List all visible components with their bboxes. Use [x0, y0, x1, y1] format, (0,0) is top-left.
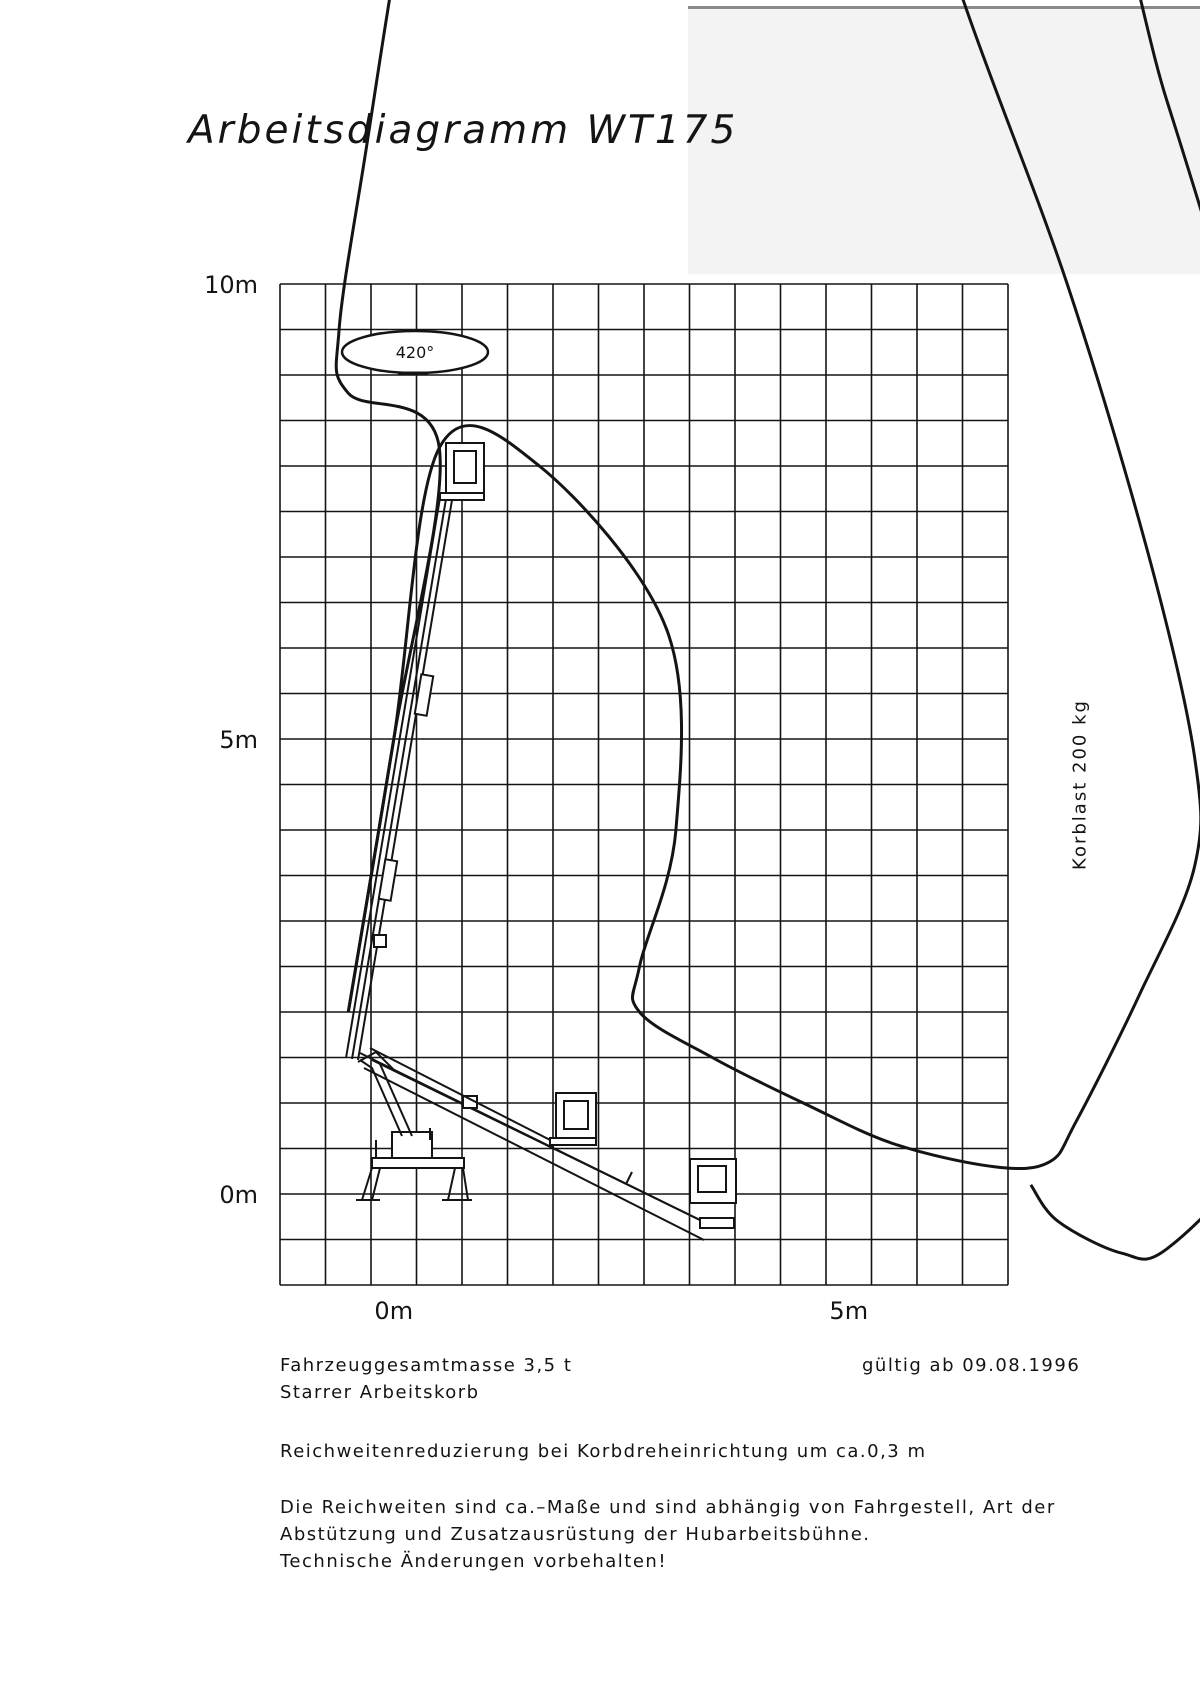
- rotation-label: 420°: [396, 343, 435, 362]
- y-tick-label: 5m: [219, 726, 258, 754]
- y-tick-label: 0m: [219, 1181, 258, 1209]
- document-title: Arbeitsdiagramm WT175: [188, 108, 739, 153]
- basket-type-note: Starrer Arbeitskorb: [280, 1382, 480, 1403]
- diagram-grid: [279, 283, 1009, 1286]
- x-tick-label: 0m: [374, 1297, 413, 1325]
- x-tick-label: 5m: [829, 1297, 868, 1325]
- y-tick-label: 10m: [204, 271, 258, 299]
- envelope-curve-120kg: [334, 0, 1200, 1261]
- x-axis-labels: 0m5m10m: [374, 1297, 868, 1325]
- validity-date-note: gültig ab 09.08.1996: [862, 1355, 1081, 1376]
- disclaimer-line-1: Die Reichweiten sind ca.–Maße und sind a…: [280, 1497, 1056, 1518]
- envelope-label-200kg: Korblast 200 kg: [1069, 699, 1090, 870]
- rotation-indicator: 420°: [340, 329, 490, 375]
- basket-top: [439, 442, 485, 501]
- basket-right: [689, 1158, 737, 1229]
- disclaimer-line-3: Technische Änderungen vorbehalten!: [280, 1551, 668, 1572]
- envelope-labels: Korblast 200 kgKorblast 120 kg: [1069, 699, 1090, 870]
- reach-reduction-note: Reichweitenreduzierung bei Korbdreheinri…: [280, 1441, 927, 1462]
- envelope-curve-200kg: [346, 0, 1200, 1171]
- envelope-curves: [334, 0, 1200, 1261]
- vehicle-mass-note: Fahrzeuggesamtmasse 3,5 t: [280, 1355, 573, 1376]
- basket-middle: [549, 1092, 597, 1146]
- upright-boom: [345, 497, 453, 1061]
- platform-base: [356, 1128, 472, 1201]
- scan-shadow-patch: [688, 6, 1200, 274]
- lifting-platform-drawing: [345, 442, 737, 1241]
- y-axis-labels: 20m15m10m5m0m: [204, 271, 258, 1209]
- disclaimer-line-2: Abstützung und Zusatzausrüstung der Huba…: [280, 1524, 871, 1545]
